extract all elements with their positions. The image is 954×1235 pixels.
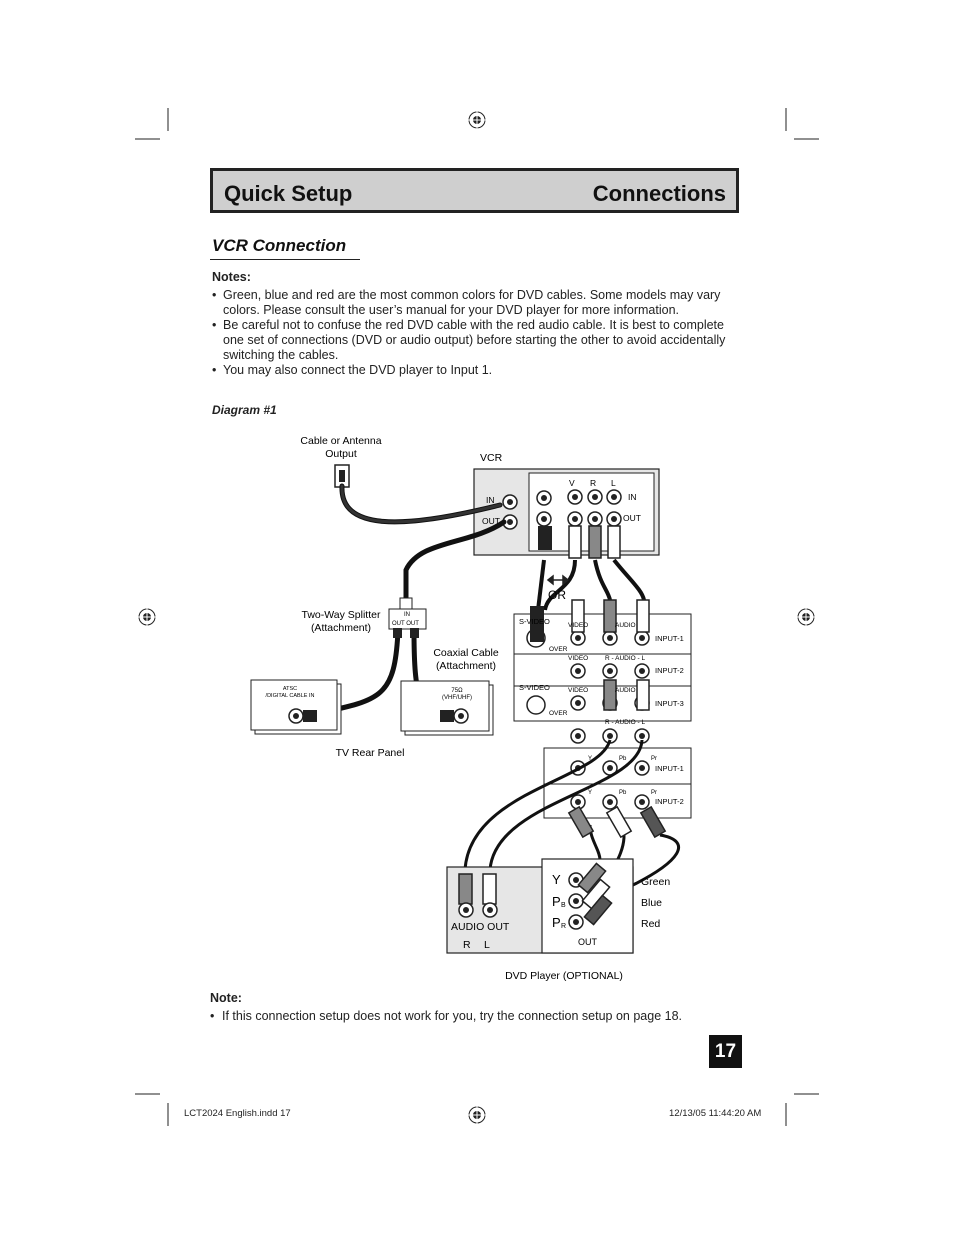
comp-y-label-2: Y: [588, 790, 592, 796]
dvd-y-label: Y: [552, 872, 561, 887]
section-underline: [210, 259, 360, 260]
atsc-label-1: ATSC: [283, 686, 297, 692]
video-label-3: VIDEO: [568, 687, 588, 694]
over-label-1: OVER: [549, 646, 568, 653]
r-audio-l-label-out: R - AUDIO - L: [605, 719, 645, 726]
note-text: If this connection setup does not work f…: [210, 1009, 682, 1023]
video-label-1: VIDEO: [568, 622, 588, 629]
or-arrow-icon: [546, 574, 570, 586]
dvd-pb-label: P: [552, 894, 561, 909]
section-title: VCR Connection: [212, 236, 347, 255]
input2-label: INPUT-2: [655, 666, 684, 675]
coax-label-1: Coaxial Cable: [433, 647, 499, 659]
dvd-r-label: R: [463, 939, 471, 951]
note-item: Be careful not to confuse the red DVD ca…: [212, 318, 742, 363]
over-label-3: OVER: [549, 710, 568, 717]
dvd-pb-sub: B: [561, 902, 566, 909]
note-item: Green, blue and red are the most common …: [212, 288, 742, 318]
two-way-splitter: [388, 597, 427, 638]
registration-mark-left: [136, 606, 158, 628]
notes-list: Green, blue and red are the most common …: [212, 288, 742, 378]
cable-output-label-2: Output: [325, 448, 357, 460]
splitter-label-1: Two-Way Splitter: [302, 609, 381, 621]
vcr-ant-in-label: IN: [486, 495, 495, 505]
diagram-label: Diagram #1: [212, 403, 277, 417]
input1-label: INPUT-1: [655, 634, 684, 643]
svideo-label-3: S-VIDEO: [519, 683, 550, 692]
footer-file: LCT2024 English.indd 17: [184, 1108, 291, 1119]
dvd-caption: DVD Player (OPTIONAL): [505, 970, 623, 982]
dvd-audio-out-label: AUDIO OUT: [451, 921, 510, 933]
vcr-v-label: V: [569, 478, 575, 488]
ohm-label-2: (VHF/UHF): [442, 695, 472, 701]
component-input2-label: INPUT-2: [655, 797, 684, 806]
vcr-unit: [473, 468, 660, 556]
header-left-title: Quick Setup: [224, 181, 353, 206]
page-number: 17: [709, 1035, 742, 1068]
red-label: Red: [641, 918, 660, 930]
atsc-panel: [250, 679, 342, 735]
cable-output-label-1: Cable or Antenna: [300, 435, 381, 447]
blue-label: Blue: [641, 897, 662, 909]
tv-input-plugs: [530, 599, 650, 711]
dvd-player: [446, 858, 634, 954]
splitter-in-label: IN: [404, 612, 410, 618]
comp-pr-label-2: Pr: [651, 790, 657, 796]
comp-pb-label-1: Pb: [619, 756, 627, 762]
video-label-2: VIDEO: [568, 655, 588, 662]
audio-label-3: AUDIO: [615, 687, 636, 694]
vcr-in-label: IN: [628, 492, 637, 502]
note-item: You may also connect the DVD player to I…: [212, 363, 742, 378]
vcr-label: VCR: [480, 452, 503, 464]
dvd-l-label: L: [484, 939, 490, 951]
vcr-plugs: [538, 525, 621, 559]
audio-label-1: AUDIO: [615, 622, 636, 629]
dvd-pr-sub: R: [561, 923, 566, 930]
registration-mark-top: [466, 109, 488, 131]
coax-label-2: (Attachment): [436, 660, 496, 672]
note-heading: Note:: [210, 991, 242, 1005]
comp-pr-label-1: Pr: [651, 756, 657, 762]
header-right-title: Connections: [592, 181, 726, 206]
comp-y-label-1: Y: [588, 756, 592, 762]
notes-heading: Notes:: [212, 270, 251, 284]
component-plugs: [567, 805, 667, 839]
or-label: OR: [548, 588, 566, 602]
r-audio-l-label-2: R - AUDIO - L: [605, 655, 645, 662]
vcr-ant-out-label: OUT: [482, 516, 500, 526]
antenna-panel: [400, 680, 494, 736]
page-header: Quick Setup Connections: [210, 168, 739, 213]
registration-mark-bottom: [466, 1104, 488, 1126]
atsc-label-2: /DIGITAL CABLE IN: [266, 693, 315, 699]
ohm-label-1: 75Ω: [451, 688, 463, 694]
comp-pb-label-2: Pb: [619, 790, 627, 796]
footer-date: 12/13/05 11:44:20 AM: [669, 1108, 762, 1119]
registration-mark-right: [795, 606, 817, 628]
tv-rear-panel-label: TV Rear Panel: [336, 747, 405, 759]
svideo-label-1: S-VIDEO: [519, 617, 550, 626]
component-input1-label: INPUT-1: [655, 764, 684, 773]
input3-label: INPUT-3: [655, 699, 684, 708]
splitter-out-label: OUT OUT: [392, 621, 419, 627]
vcr-out-label: OUT: [623, 513, 641, 523]
vcr-r-label: R: [590, 478, 596, 488]
splitter-label-2: (Attachment): [311, 622, 371, 634]
green-label: Green: [641, 876, 670, 888]
vcr-l-label: L: [611, 478, 616, 488]
dvd-pr-label: P: [552, 915, 561, 930]
dvd-out-label: OUT: [578, 937, 598, 947]
